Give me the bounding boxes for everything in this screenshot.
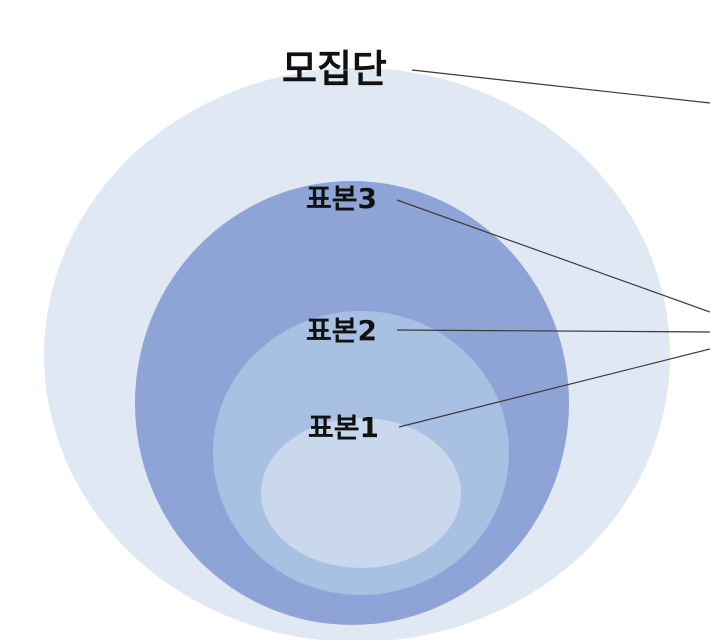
sample1-label: 표본1 [308,411,379,444]
population-label: 모집단 [282,47,387,91]
population-leader-line [411,69,710,104]
sample1-circle [261,418,461,568]
sample2-label: 표본2 [306,314,377,347]
sample3-label: 표본3 [306,182,377,215]
sample3-leader-line [396,199,710,313]
sample2-leader-line [396,329,710,333]
sample1-leader-line [398,348,710,428]
